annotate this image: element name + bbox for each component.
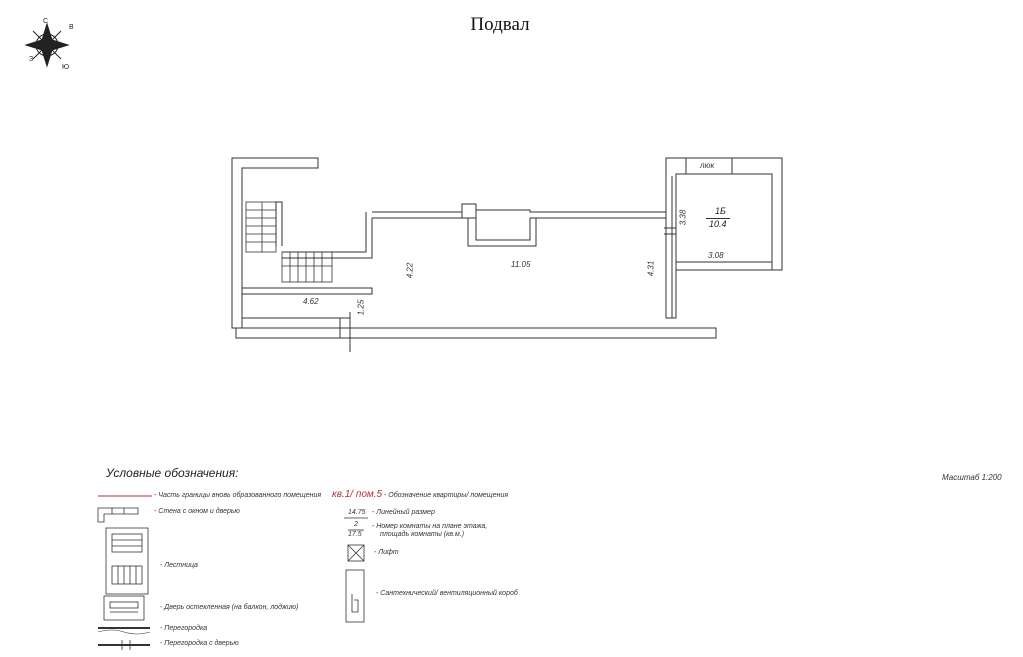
legend-title: Условные обозначения:: [106, 466, 239, 480]
legend-partition-door: - Перегородка с дверью: [160, 640, 239, 647]
hatch-label: люк: [700, 161, 715, 170]
room-number: 1Б: [715, 206, 726, 216]
compass-south-label: Ю: [62, 64, 70, 71]
room-area: 10.4: [709, 219, 727, 229]
legend-apartment: - Обозначение квартиры/ помещения: [384, 492, 509, 499]
legend-wall: - Стена с окном и дверью: [154, 508, 240, 515]
compass-north-label: С: [43, 18, 49, 25]
legend-glazed-door: - Дверь остекленная (на балкон, лоджию): [160, 604, 299, 611]
scale-label: Масштаб 1:200: [942, 473, 1002, 482]
dimension-1-25: 1.25: [356, 299, 366, 316]
legend-apartment-sample: кв.1/ пом.5: [332, 489, 383, 500]
staircase: [245, 201, 333, 283]
dimension-3-38: 3.38: [678, 209, 688, 226]
legend-room-num-top: 2: [354, 521, 358, 528]
legend-linear: - Линейный размер: [372, 509, 435, 516]
legend-shaft: - Сантехнический/ вентиляционный короб: [376, 590, 518, 597]
page-title: Подвал: [470, 14, 530, 35]
compass-east-label: В: [69, 24, 74, 31]
legend-boundary: - Часть границы вновь образованного поме…: [154, 492, 322, 499]
legend-room-num-line2: площадь комнаты (кв.м.): [380, 531, 465, 538]
legend-room-num-bottom: 17.5: [348, 531, 362, 538]
dimension-4-22: 4.22: [405, 262, 415, 279]
compass-west-label: З: [29, 56, 34, 63]
basement-walls: [231, 157, 783, 352]
dimension-4-31: 4.31: [646, 260, 656, 277]
legend-room-num-line1: - Номер комнаты на плане этажа,: [372, 523, 488, 530]
legend-partition: - Перегородка: [160, 625, 208, 632]
legend-linear-sample: 14.75: [348, 509, 366, 516]
legend-lift: - Лифт: [374, 549, 399, 556]
legend-symbols: [97, 495, 368, 650]
room-fraction-line: [706, 218, 730, 219]
dimension-3-08: 3.08: [708, 251, 724, 260]
compass-rose-icon: [24, 22, 70, 68]
legend-stairs: - Лестница: [160, 562, 198, 569]
dimension-11-05: 11.05: [511, 260, 531, 269]
dimension-4-62: 4.62: [303, 297, 319, 306]
